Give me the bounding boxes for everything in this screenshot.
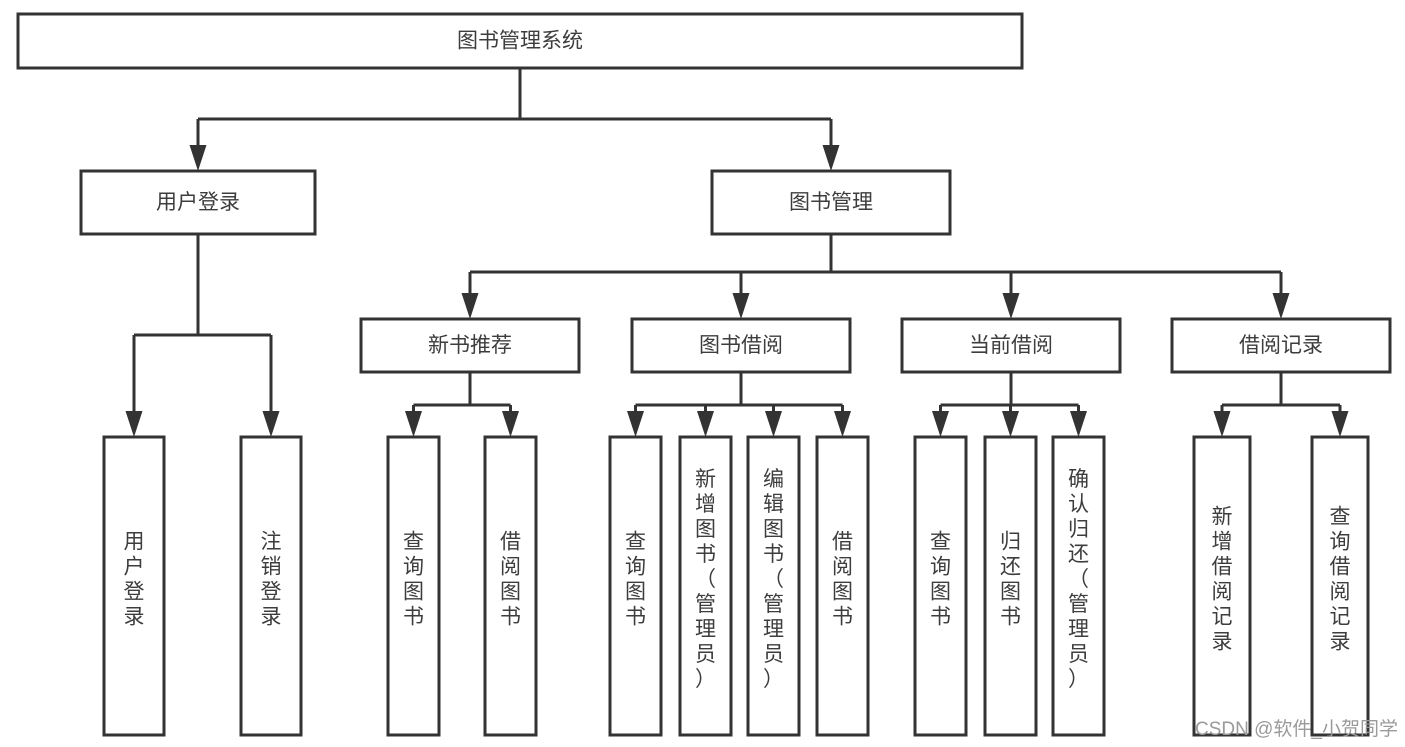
arrow-feat1-1-0-head bbox=[627, 411, 644, 437]
node-label-leaf-borrow-book-2: 借阅图书 bbox=[832, 531, 853, 629]
node-box-leaf-query-book-2[interactable] bbox=[608, 435, 663, 737]
node-label-user-login: 用户登录 bbox=[156, 191, 240, 214]
node-leaf-query-record[interactable]: 查询借阅记录 bbox=[1310, 435, 1370, 737]
node-label-leaf-add-record: 新增借阅记录 bbox=[1212, 506, 1233, 654]
node-label-leaf-confirm-return: 确认归还（管理员） bbox=[1068, 468, 1089, 691]
node-box-leaf-user-login[interactable] bbox=[102, 435, 166, 737]
arrow-root-0-head bbox=[189, 145, 207, 171]
node-label-book-management: 图书管理 bbox=[789, 191, 873, 214]
node-label-root: 图书管理系统 bbox=[457, 30, 583, 53]
arrow-feat1-3-0-head bbox=[1213, 411, 1231, 437]
node-box-book-management[interactable] bbox=[710, 169, 952, 236]
node-label-leaf-user-logout: 注销登录 bbox=[261, 531, 282, 629]
node-book-management[interactable]: 图书管理 bbox=[710, 169, 952, 236]
node-current-borrow[interactable]: 当前借阅 bbox=[900, 317, 1122, 374]
connector-layer bbox=[125, 68, 1349, 437]
node-label-leaf-query-book-3: 查询图书 bbox=[930, 531, 951, 629]
node-box-leaf-edit-book[interactable] bbox=[746, 435, 801, 737]
node-label-new-book-recommend: 新书推荐 bbox=[428, 334, 512, 357]
arrow-root-1-head bbox=[822, 145, 840, 171]
node-leaf-borrow-book-2[interactable]: 借阅图书 bbox=[815, 435, 870, 737]
arrow-feat1-2-1-head bbox=[1002, 411, 1019, 437]
node-label-current-borrow: 当前借阅 bbox=[969, 334, 1053, 357]
node-box-leaf-borrow-book-1[interactable] bbox=[483, 435, 538, 737]
node-root[interactable]: 图书管理系统 bbox=[16, 12, 1024, 70]
node-label-leaf-query-record: 查询借阅记录 bbox=[1330, 506, 1351, 654]
node-box-leaf-query-book-3[interactable] bbox=[913, 435, 968, 737]
node-box-leaf-borrow-book-2[interactable] bbox=[815, 435, 870, 737]
node-label-leaf-edit-book: 编辑图书（管理员） bbox=[763, 468, 784, 691]
arrow-feat1-1-1-head bbox=[697, 411, 714, 437]
node-user-login[interactable]: 用户登录 bbox=[79, 169, 317, 236]
node-borrow-records[interactable]: 借阅记录 bbox=[1170, 317, 1392, 374]
node-label-leaf-borrow-book-1: 借阅图书 bbox=[500, 531, 521, 629]
node-new-book-recommend[interactable]: 新书推荐 bbox=[359, 317, 581, 374]
node-box-leaf-add-record[interactable] bbox=[1192, 435, 1252, 737]
node-label-leaf-query-book-1: 查询图书 bbox=[403, 531, 424, 629]
node-label-leaf-query-book-2: 查询图书 bbox=[625, 531, 646, 629]
node-box-current-borrow[interactable] bbox=[900, 317, 1122, 374]
node-box-leaf-query-book-1[interactable] bbox=[386, 435, 441, 737]
arrow-mod0-0-head bbox=[125, 411, 143, 437]
node-leaf-edit-book[interactable]: 编辑图书（管理员） bbox=[746, 435, 801, 737]
node-leaf-query-book-1[interactable]: 查询图书 bbox=[386, 435, 441, 737]
node-box-leaf-return-book[interactable] bbox=[983, 435, 1038, 737]
node-label-leaf-user-login: 用户登录 bbox=[124, 531, 145, 629]
arrow-mod1-1-head bbox=[732, 293, 750, 319]
arrow-mod1-3-head bbox=[1272, 293, 1290, 319]
node-label-leaf-return-book: 归还图书 bbox=[1000, 531, 1021, 629]
node-book-borrow[interactable]: 图书借阅 bbox=[630, 317, 852, 374]
arrow-mod1-2-head bbox=[1002, 293, 1020, 319]
node-leaf-user-logout[interactable]: 注销登录 bbox=[239, 435, 303, 737]
node-box-root[interactable] bbox=[16, 12, 1024, 70]
arrow-feat1-3-1-head bbox=[1331, 411, 1349, 437]
node-box-new-book-recommend[interactable] bbox=[359, 317, 581, 374]
arrow-feat1-2-0-head bbox=[932, 411, 949, 437]
node-leaf-add-record[interactable]: 新增借阅记录 bbox=[1192, 435, 1252, 737]
node-leaf-confirm-return[interactable]: 确认归还（管理员） bbox=[1051, 435, 1106, 737]
node-leaf-borrow-book-1[interactable]: 借阅图书 bbox=[483, 435, 538, 737]
arrow-feat1-0-1-head bbox=[502, 411, 519, 437]
arrow-feat1-1-3-head bbox=[834, 411, 851, 437]
node-box-borrow-records[interactable] bbox=[1170, 317, 1392, 374]
node-box-leaf-user-logout[interactable] bbox=[239, 435, 303, 737]
node-label-book-borrow: 图书借阅 bbox=[699, 334, 783, 357]
node-box-book-borrow[interactable] bbox=[630, 317, 852, 374]
node-leaf-query-book-3[interactable]: 查询图书 bbox=[913, 435, 968, 737]
arrow-mod1-0-head bbox=[461, 293, 479, 319]
node-leaf-add-book[interactable]: 新增图书（管理员） bbox=[678, 435, 733, 737]
arrow-feat1-2-2-head bbox=[1070, 411, 1087, 437]
node-leaf-return-book[interactable]: 归还图书 bbox=[983, 435, 1038, 737]
arrow-mod0-1-head bbox=[262, 411, 280, 437]
node-layer: 用户登录用户登录注销登录图书管理新书推荐查询图书借阅图书图书借阅查询图书新增图书… bbox=[16, 12, 1392, 737]
node-label-borrow-records: 借阅记录 bbox=[1239, 334, 1323, 357]
csdn-watermark: CSDN @软件_小贺同学 bbox=[1195, 718, 1398, 740]
node-box-leaf-query-record[interactable] bbox=[1310, 435, 1370, 737]
node-leaf-user-login[interactable]: 用户登录 bbox=[102, 435, 166, 737]
arrow-feat1-1-2-head bbox=[765, 411, 782, 437]
node-leaf-query-book-2[interactable]: 查询图书 bbox=[608, 435, 663, 737]
node-box-leaf-add-book[interactable] bbox=[678, 435, 733, 737]
arrow-feat1-0-0-head bbox=[405, 411, 422, 437]
node-box-leaf-confirm-return[interactable] bbox=[1051, 435, 1106, 737]
node-label-leaf-add-book: 新增图书（管理员） bbox=[695, 468, 716, 691]
node-box-user-login[interactable] bbox=[79, 169, 317, 236]
